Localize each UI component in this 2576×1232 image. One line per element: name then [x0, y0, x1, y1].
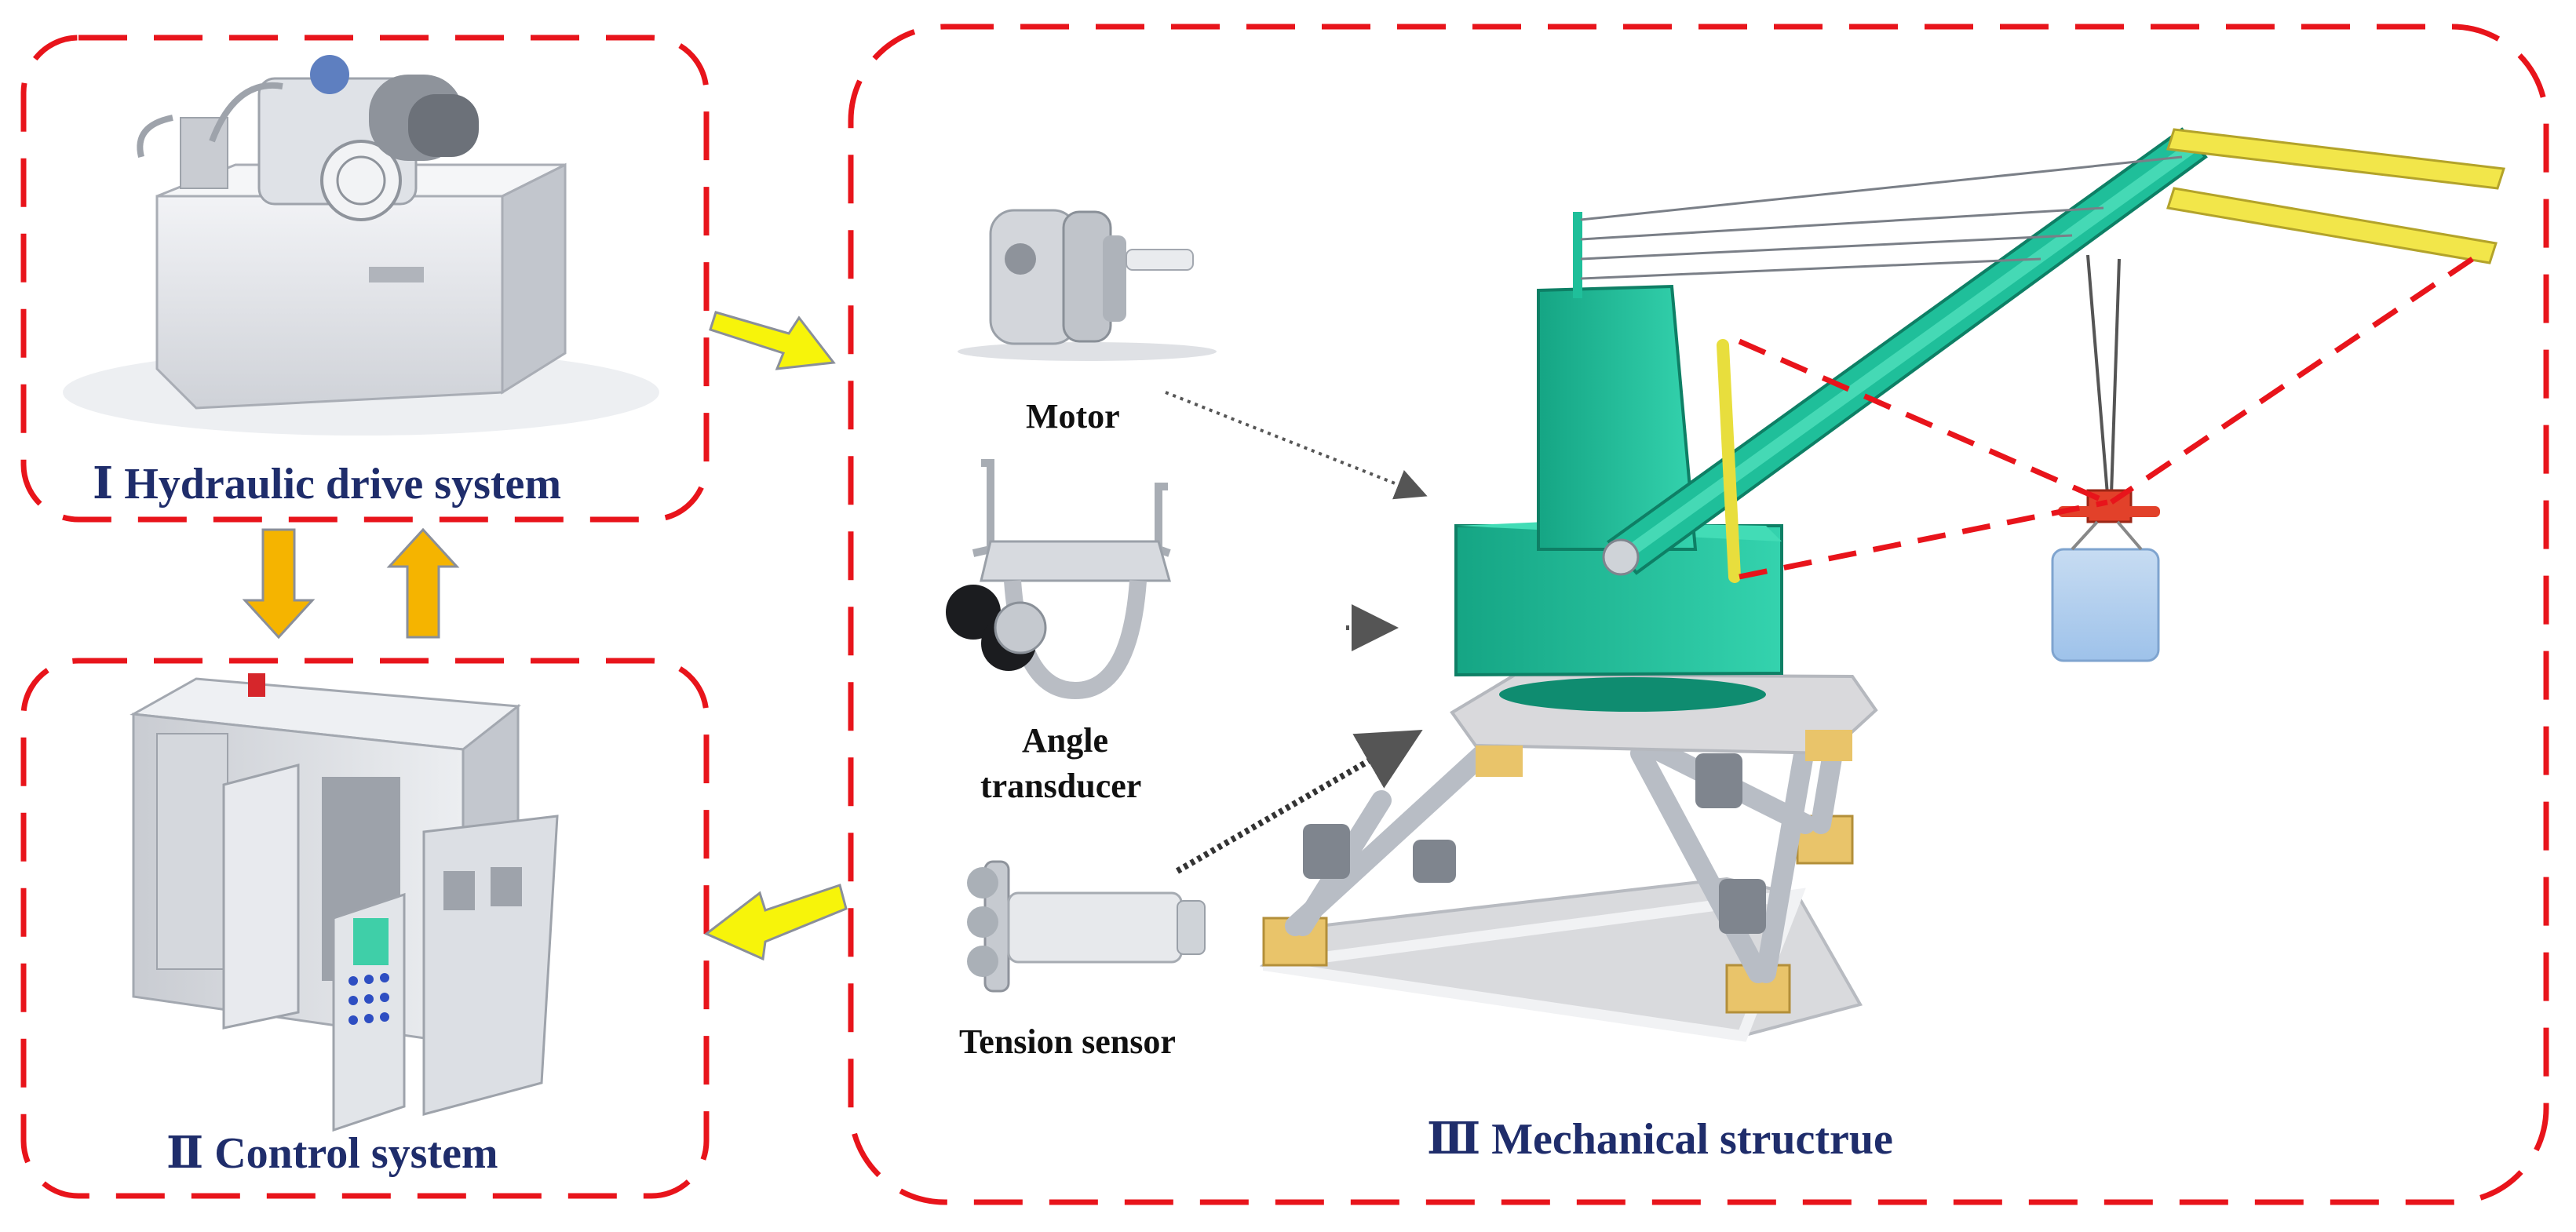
motor-label: Motor — [1026, 397, 1120, 436]
arrow-control-to-hydraulic — [386, 527, 460, 639]
control-box — [20, 658, 710, 1199]
angle-transducer-image — [946, 459, 1171, 700]
control-cabinet-image — [130, 673, 559, 1132]
hydraulic-system-title: Ⅰ Hydraulic drive system — [93, 460, 562, 508]
angle-transducer-label-line1: Angle — [1022, 721, 1108, 760]
arrow-mechanical-to-control — [704, 884, 848, 961]
motor-pointer — [1165, 391, 1428, 500]
hydraulic-box — [20, 35, 710, 523]
arrow-hydraulic-to-control — [242, 528, 316, 640]
hydraulic-unit-image — [63, 55, 659, 436]
motor-image — [958, 209, 1217, 361]
control-system-title: Ⅱ Control system — [166, 1129, 498, 1178]
mechanical-box — [848, 24, 2549, 1205]
tension-sensor-label: Tension sensor — [959, 1022, 1176, 1061]
tension-sensor-pointer — [1176, 730, 1423, 874]
arrow-hydraulic-to-mechanical — [709, 311, 836, 370]
angle-transducer-label-line2: transducer — [980, 767, 1142, 805]
tension-sensor-image — [967, 860, 1206, 993]
mechanical-system-title: Ⅲ Mechanical structrue — [1427, 1115, 1893, 1164]
crane-platform-image — [1259, 127, 2505, 1042]
